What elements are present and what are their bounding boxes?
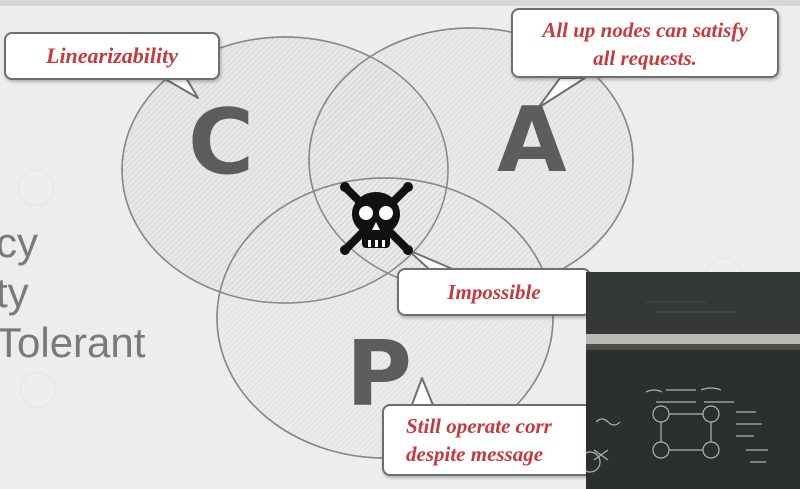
left-text-line-2: ty [0, 269, 29, 316]
callout-availability-line-1: All up nodes can satisfy [542, 18, 748, 42]
set-a-letter: A [497, 88, 567, 193]
callout-availability-line-2: all requests. [593, 46, 697, 70]
callout-linearizability: Linearizability [4, 32, 220, 80]
chalkboard-video-icon [586, 272, 800, 489]
callout-linearizability-text: Linearizability [46, 43, 178, 68]
background-icon [20, 372, 56, 408]
callout-impossible-text: Impossible [447, 280, 541, 304]
background-icon [18, 170, 54, 206]
callout-partition-line-2: despite message [406, 442, 544, 466]
left-text-line-1: cy [0, 219, 38, 266]
callout-availability: All up nodes can satisfy all requests. [511, 8, 779, 78]
left-text-line-3: Tolerant [0, 319, 146, 366]
skull-crossbones-icon [340, 182, 413, 255]
callout-impossible: Impossible [397, 268, 591, 316]
lecture-video-overlay[interactable] [586, 272, 800, 489]
top-bar [0, 0, 800, 6]
set-c-letter: C [188, 90, 255, 195]
callout-partition-tolerance: Still operate corr despite message [382, 404, 594, 476]
callout-partition-line-1: Still operate corr [406, 414, 552, 438]
